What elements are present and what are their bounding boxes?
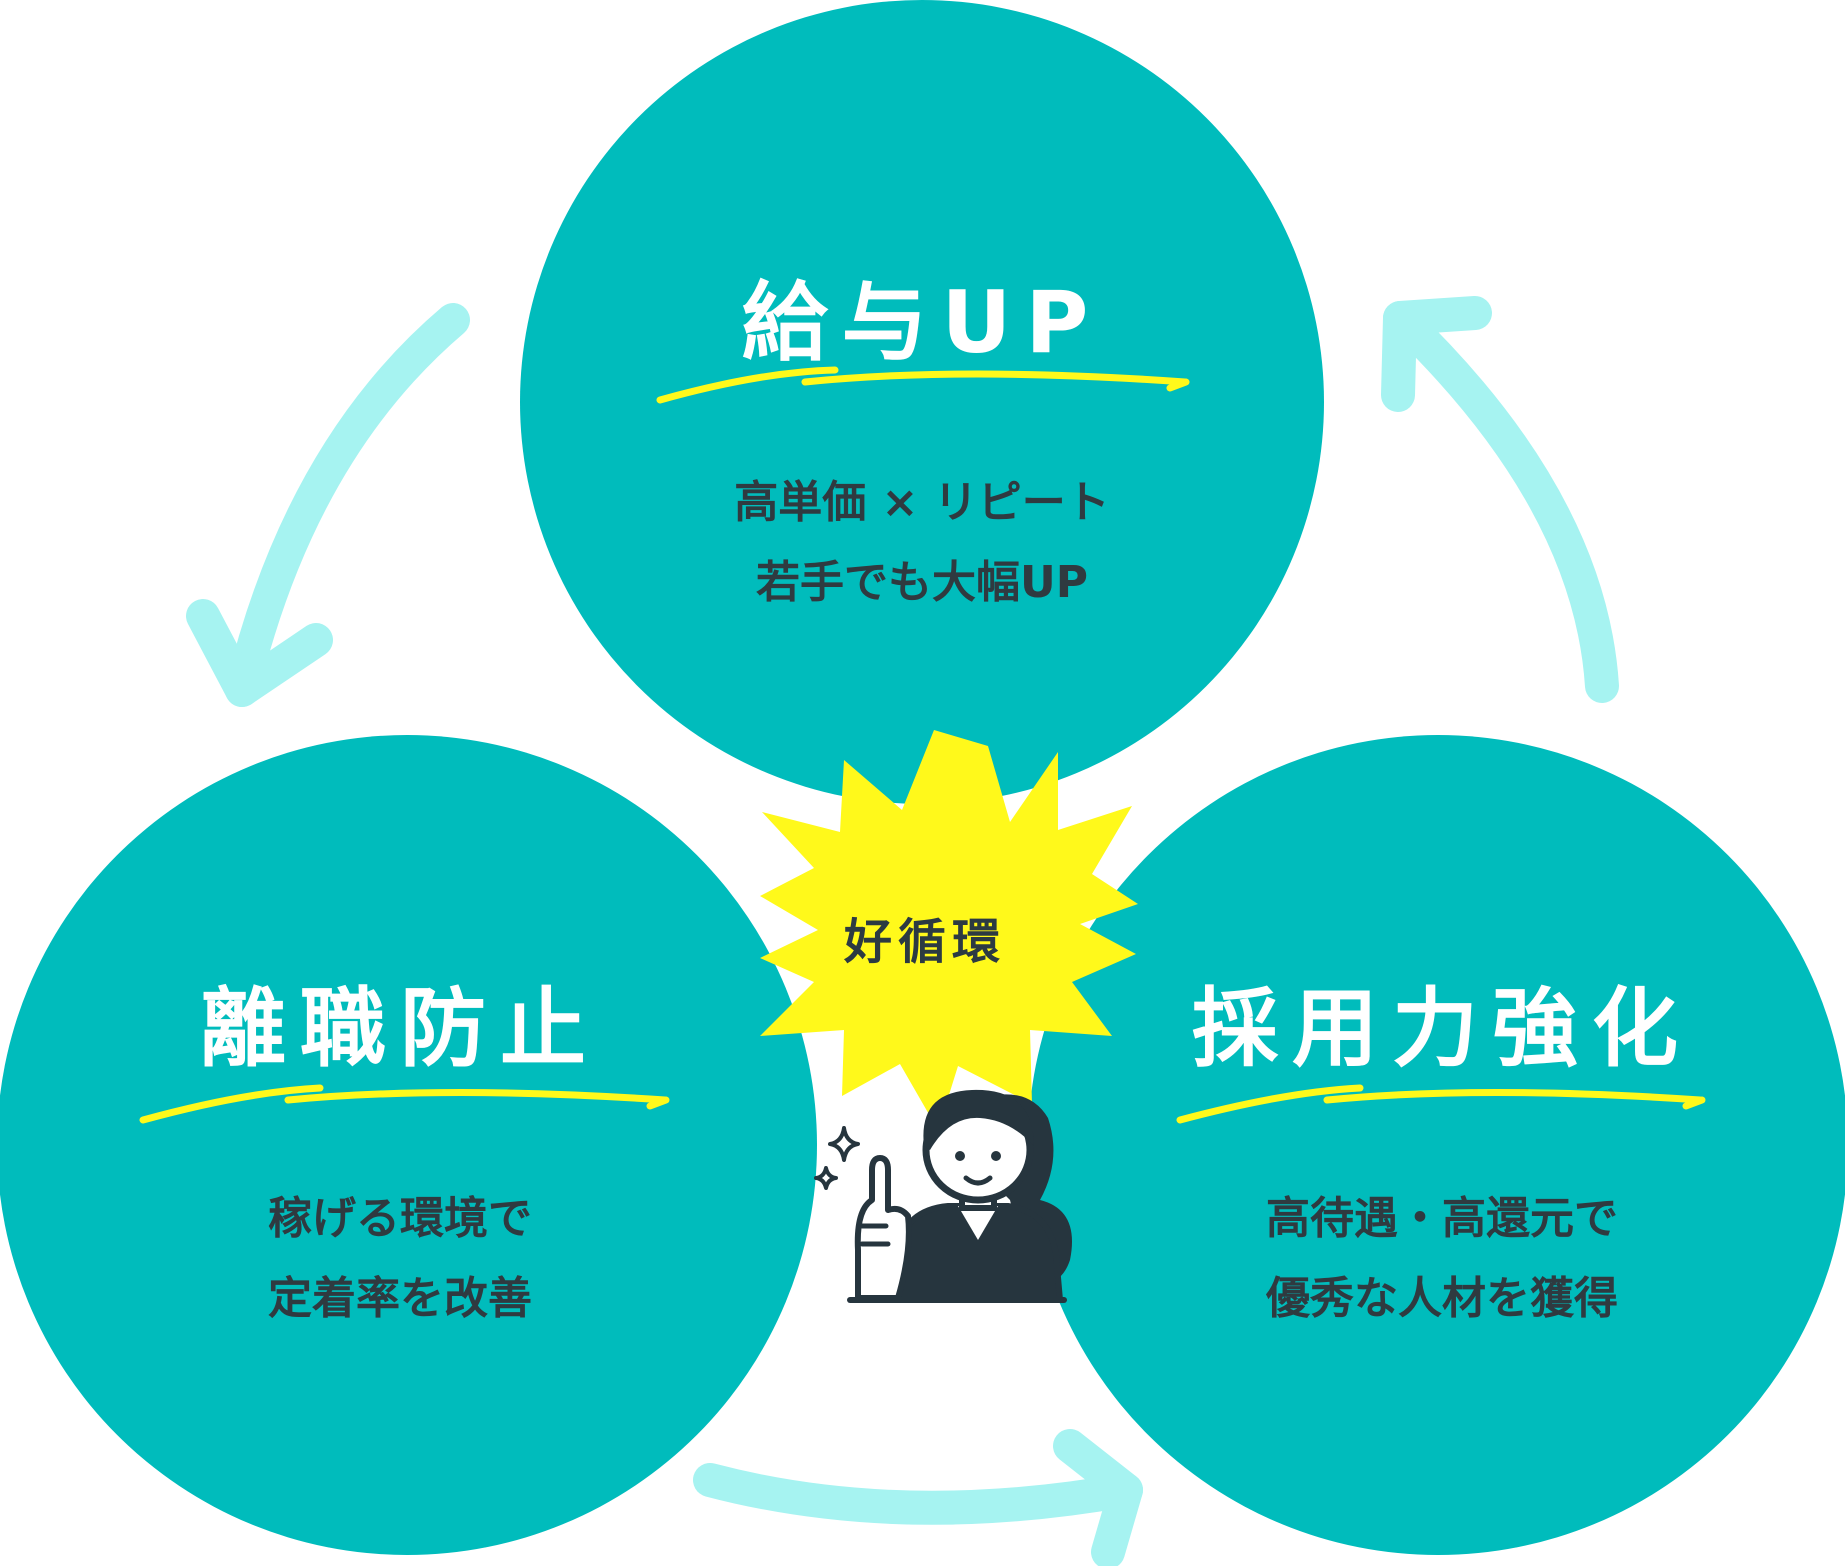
underline-retention (139, 1084, 670, 1124)
node-retention-line-2: 定着率を改善 (268, 1273, 532, 1324)
circle-salary (520, 0, 1324, 804)
node-recruit-title: 採用力強化 (1192, 979, 1692, 1079)
circle-recruit (1028, 735, 1845, 1555)
node-retention-title: 離職防止 (200, 979, 600, 1079)
node-salary-line-1: 高単価 × リピート (734, 477, 1110, 528)
node-recruit-line-1: 高待遇・高還元で (1266, 1193, 1618, 1244)
cycle-arrow-bottom (693, 1429, 1143, 1566)
cycle-arrow-top-left (186, 303, 470, 707)
node-recruit-line-2: 優秀な人材を獲得 (1266, 1273, 1618, 1324)
sparkle-icon (814, 1126, 860, 1190)
node-retention-line-1: 稼げる環境で (268, 1193, 532, 1244)
node-salary-title: 給与UP (741, 273, 1103, 373)
underline-salary (656, 366, 1190, 404)
cycle-arrow-right (1381, 296, 1619, 703)
node-salary-line-2: 若手でも大幅UP (756, 557, 1088, 608)
center-label: 好循環 (843, 914, 1006, 970)
underline-recruit (1176, 1084, 1706, 1124)
circle-retention (0, 735, 817, 1555)
person-pointing-icon (847, 1089, 1072, 1303)
starburst (760, 730, 1138, 1130)
